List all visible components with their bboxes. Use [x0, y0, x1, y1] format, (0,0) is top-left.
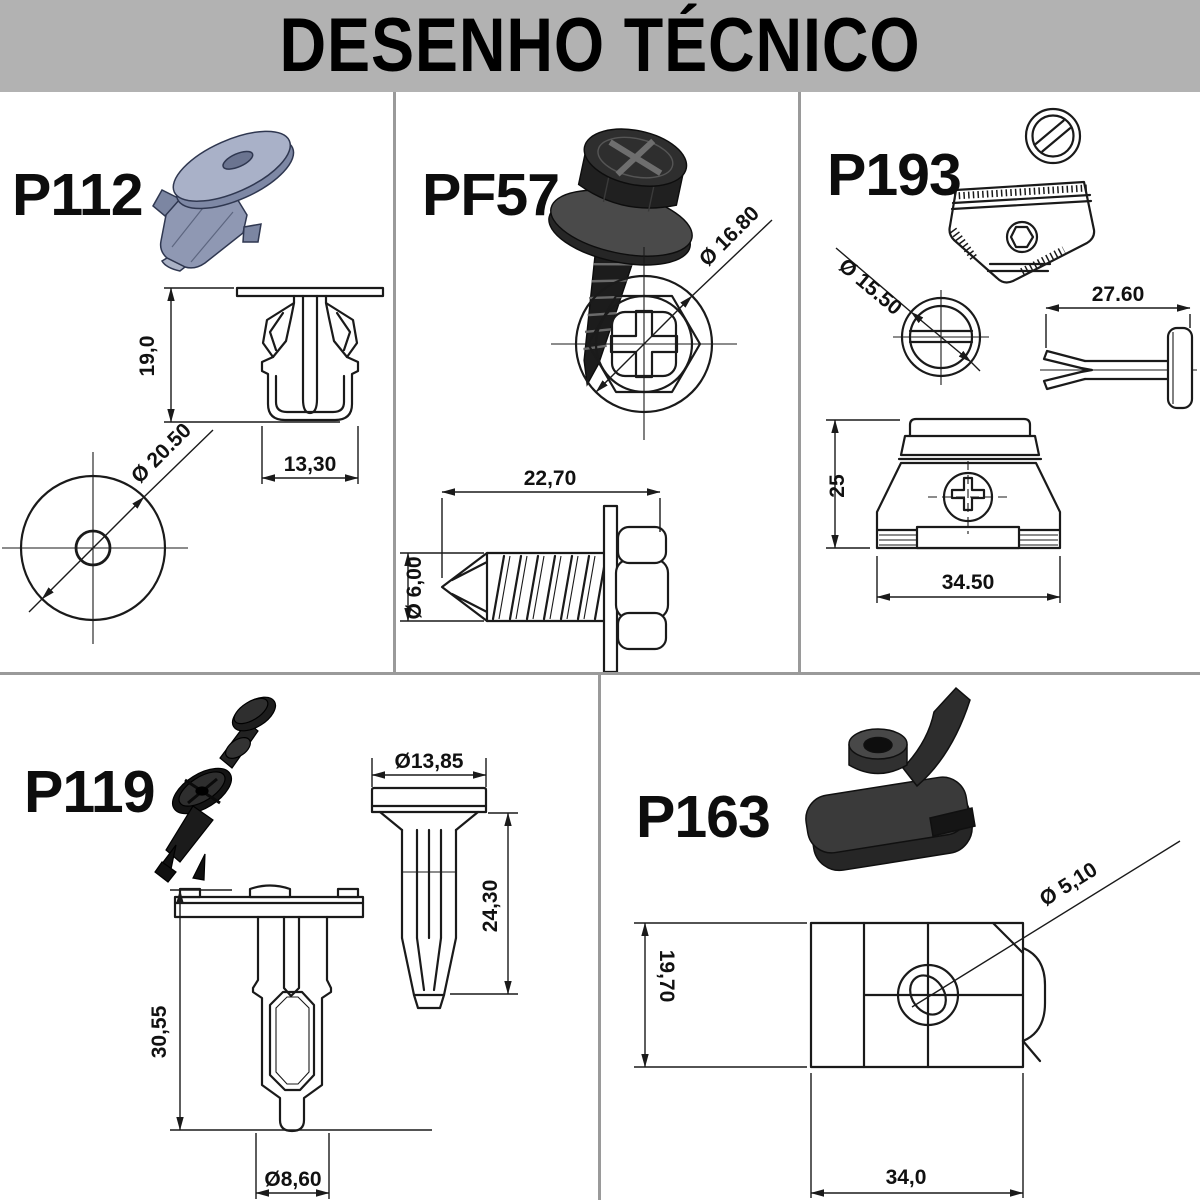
p112-height-dim: 19,0: [136, 336, 159, 377]
p119-pin-length-dim: 24,30: [479, 880, 502, 933]
panel-p163-drawing: Ø 5,10 19,70 34,0: [634, 686, 1181, 1198]
p112-head-diameter-dim: Ø 20.50: [127, 419, 196, 488]
panel-pf57-drawing: Ø 16.80 22,70 Ø 6,00: [400, 128, 773, 672]
p193-top-view-drawing: Ø 15.50: [834, 247, 989, 385]
divider-vertical-3: [598, 675, 601, 1200]
pf57-thread-diameter-dim: Ø 6,00: [403, 556, 426, 619]
p163-length-dim: 34,0: [886, 1166, 927, 1189]
panel-p193-drawing: Ø 15.50 27.60 25: [826, 107, 1197, 603]
sheet-title: DESENHO TÉCNICO: [279, 3, 921, 88]
p193-pin-side-view-drawing: 27.60: [1040, 283, 1197, 410]
p119-pin-view-drawing: Ø13,85 24,30: [370, 750, 518, 1010]
p193-front-height-dim: 25: [826, 474, 849, 498]
p112-side-view-drawing: 19,0 13,30: [136, 286, 385, 484]
p193-front-view-drawing: 25 34.50: [826, 417, 1062, 603]
p163-width-dim: 19,70: [655, 950, 678, 1003]
p112-width-dim: 13,30: [284, 453, 337, 476]
p163-part-render: [805, 686, 976, 872]
divider-vertical-1: [393, 92, 396, 672]
p163-top-view-drawing: Ø 5,10 19,70 34,0: [634, 840, 1181, 1198]
p112-part-number: P112: [12, 162, 144, 228]
p163-hole-diameter-dim: Ø 5,10: [1036, 858, 1102, 911]
pf57-side-view-drawing: 22,70 Ø 6,00: [400, 467, 670, 672]
p119-body-view-drawing: 30,55 Ø8,60: [148, 884, 432, 1199]
panel-p119-drawing: 30,55 Ø8,60 Ø13,85 24,30: [148, 696, 518, 1199]
p112-part-render: [152, 130, 295, 272]
p163-part-number: P163: [636, 784, 771, 850]
p119-body-length-dim: 30,55: [148, 1005, 171, 1058]
p193-front-width-dim: 34.50: [942, 571, 995, 594]
p193-pin-length-dim: 27.60: [1092, 283, 1145, 306]
p119-part-number: P119: [24, 759, 156, 825]
divider-vertical-2: [798, 92, 801, 672]
sheet-header: DESENHO TÉCNICO: [0, 0, 1200, 92]
pf57-length-dim: 22,70: [524, 467, 577, 490]
p119-head-diameter-dim: Ø13,85: [395, 750, 464, 773]
panel-p112-drawing: 19,0 13,30 Ø 20.50: [2, 130, 385, 644]
p119-shaft-diameter-dim: Ø8,60: [264, 1168, 321, 1191]
p112-bottom-view-drawing: Ø 20.50: [2, 419, 214, 644]
pf57-part-number: PF57: [422, 162, 560, 228]
p193-part-render: [948, 107, 1096, 284]
p193-part-number: P193: [827, 142, 962, 208]
p119-part-render: [154, 696, 277, 883]
pf57-part-render: [548, 128, 693, 387]
p193-top-diameter-dim: Ø 15.50: [834, 254, 906, 320]
divider-horizontal: [0, 672, 1200, 675]
